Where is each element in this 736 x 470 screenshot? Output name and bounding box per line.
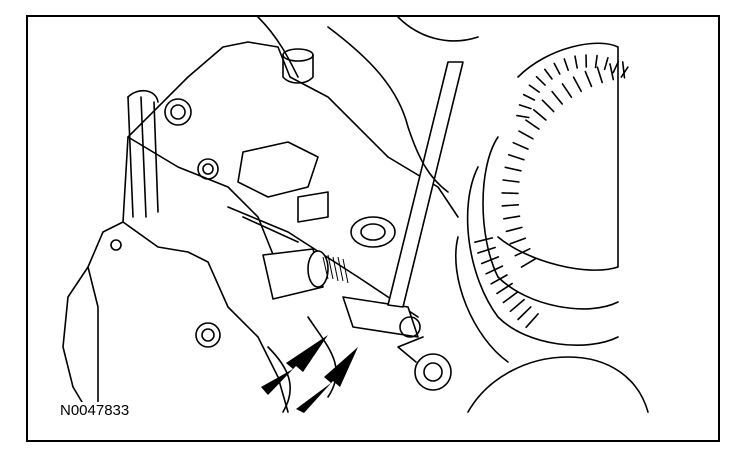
gear-tooth (553, 62, 561, 75)
arrow-icon (261, 335, 328, 395)
gear-tooth (584, 70, 593, 88)
gear-tooth (485, 265, 504, 275)
illustration-frame: N0047833 (26, 15, 720, 442)
gear-tooth (505, 226, 523, 233)
gear-tooth (503, 215, 521, 220)
gear-tooth (522, 93, 536, 101)
gear-tooth (477, 246, 496, 254)
gear-tooth (490, 274, 508, 285)
gear-tooth (501, 192, 519, 195)
gear-tooth (518, 104, 532, 110)
gear-tooth (518, 130, 534, 140)
gear-tooth (594, 54, 598, 69)
gear-tooth (512, 141, 529, 150)
gear-tooth (612, 60, 620, 74)
gear-tooth (532, 109, 547, 121)
gear-tooth (516, 114, 530, 119)
callout-arrows (261, 335, 358, 413)
gear-tooth (528, 84, 540, 93)
gear-tooth (502, 291, 519, 304)
gear-set (454, 42, 629, 363)
gear-tooth (541, 99, 555, 113)
figure-reference-id: N0047833 (58, 402, 132, 420)
gear-tooth (603, 57, 609, 71)
gear-tooth (480, 256, 500, 265)
gear-tooth (474, 237, 494, 243)
gear-tooth (620, 66, 629, 78)
transmission-case (62, 17, 649, 413)
gear-tooth (574, 55, 578, 69)
gear-tooth (551, 90, 563, 105)
gear-tooth (509, 237, 527, 245)
gear-tooth (504, 166, 522, 172)
gear-tooth (501, 204, 520, 207)
gear-tooth (502, 179, 520, 183)
gear-tooth (514, 248, 531, 257)
gear-tooth (596, 66, 603, 84)
gear-tooth (535, 75, 546, 86)
gear-tooth (507, 154, 525, 161)
gear-tooth (509, 298, 525, 313)
gear-tooth (525, 313, 539, 329)
gear-tooth (563, 58, 569, 72)
gear-tooth (609, 63, 615, 81)
arrow-icon (296, 347, 358, 413)
gear-tooth (561, 83, 573, 98)
gear-tooth (621, 61, 626, 79)
gear-tooth (544, 68, 553, 80)
gear-tooth (520, 258, 536, 268)
gear-tooth (572, 76, 582, 93)
gear-tooth (496, 282, 513, 295)
transmission-line-art (62, 17, 649, 413)
gear-tooth (517, 306, 532, 321)
gear-tooth (525, 119, 540, 130)
